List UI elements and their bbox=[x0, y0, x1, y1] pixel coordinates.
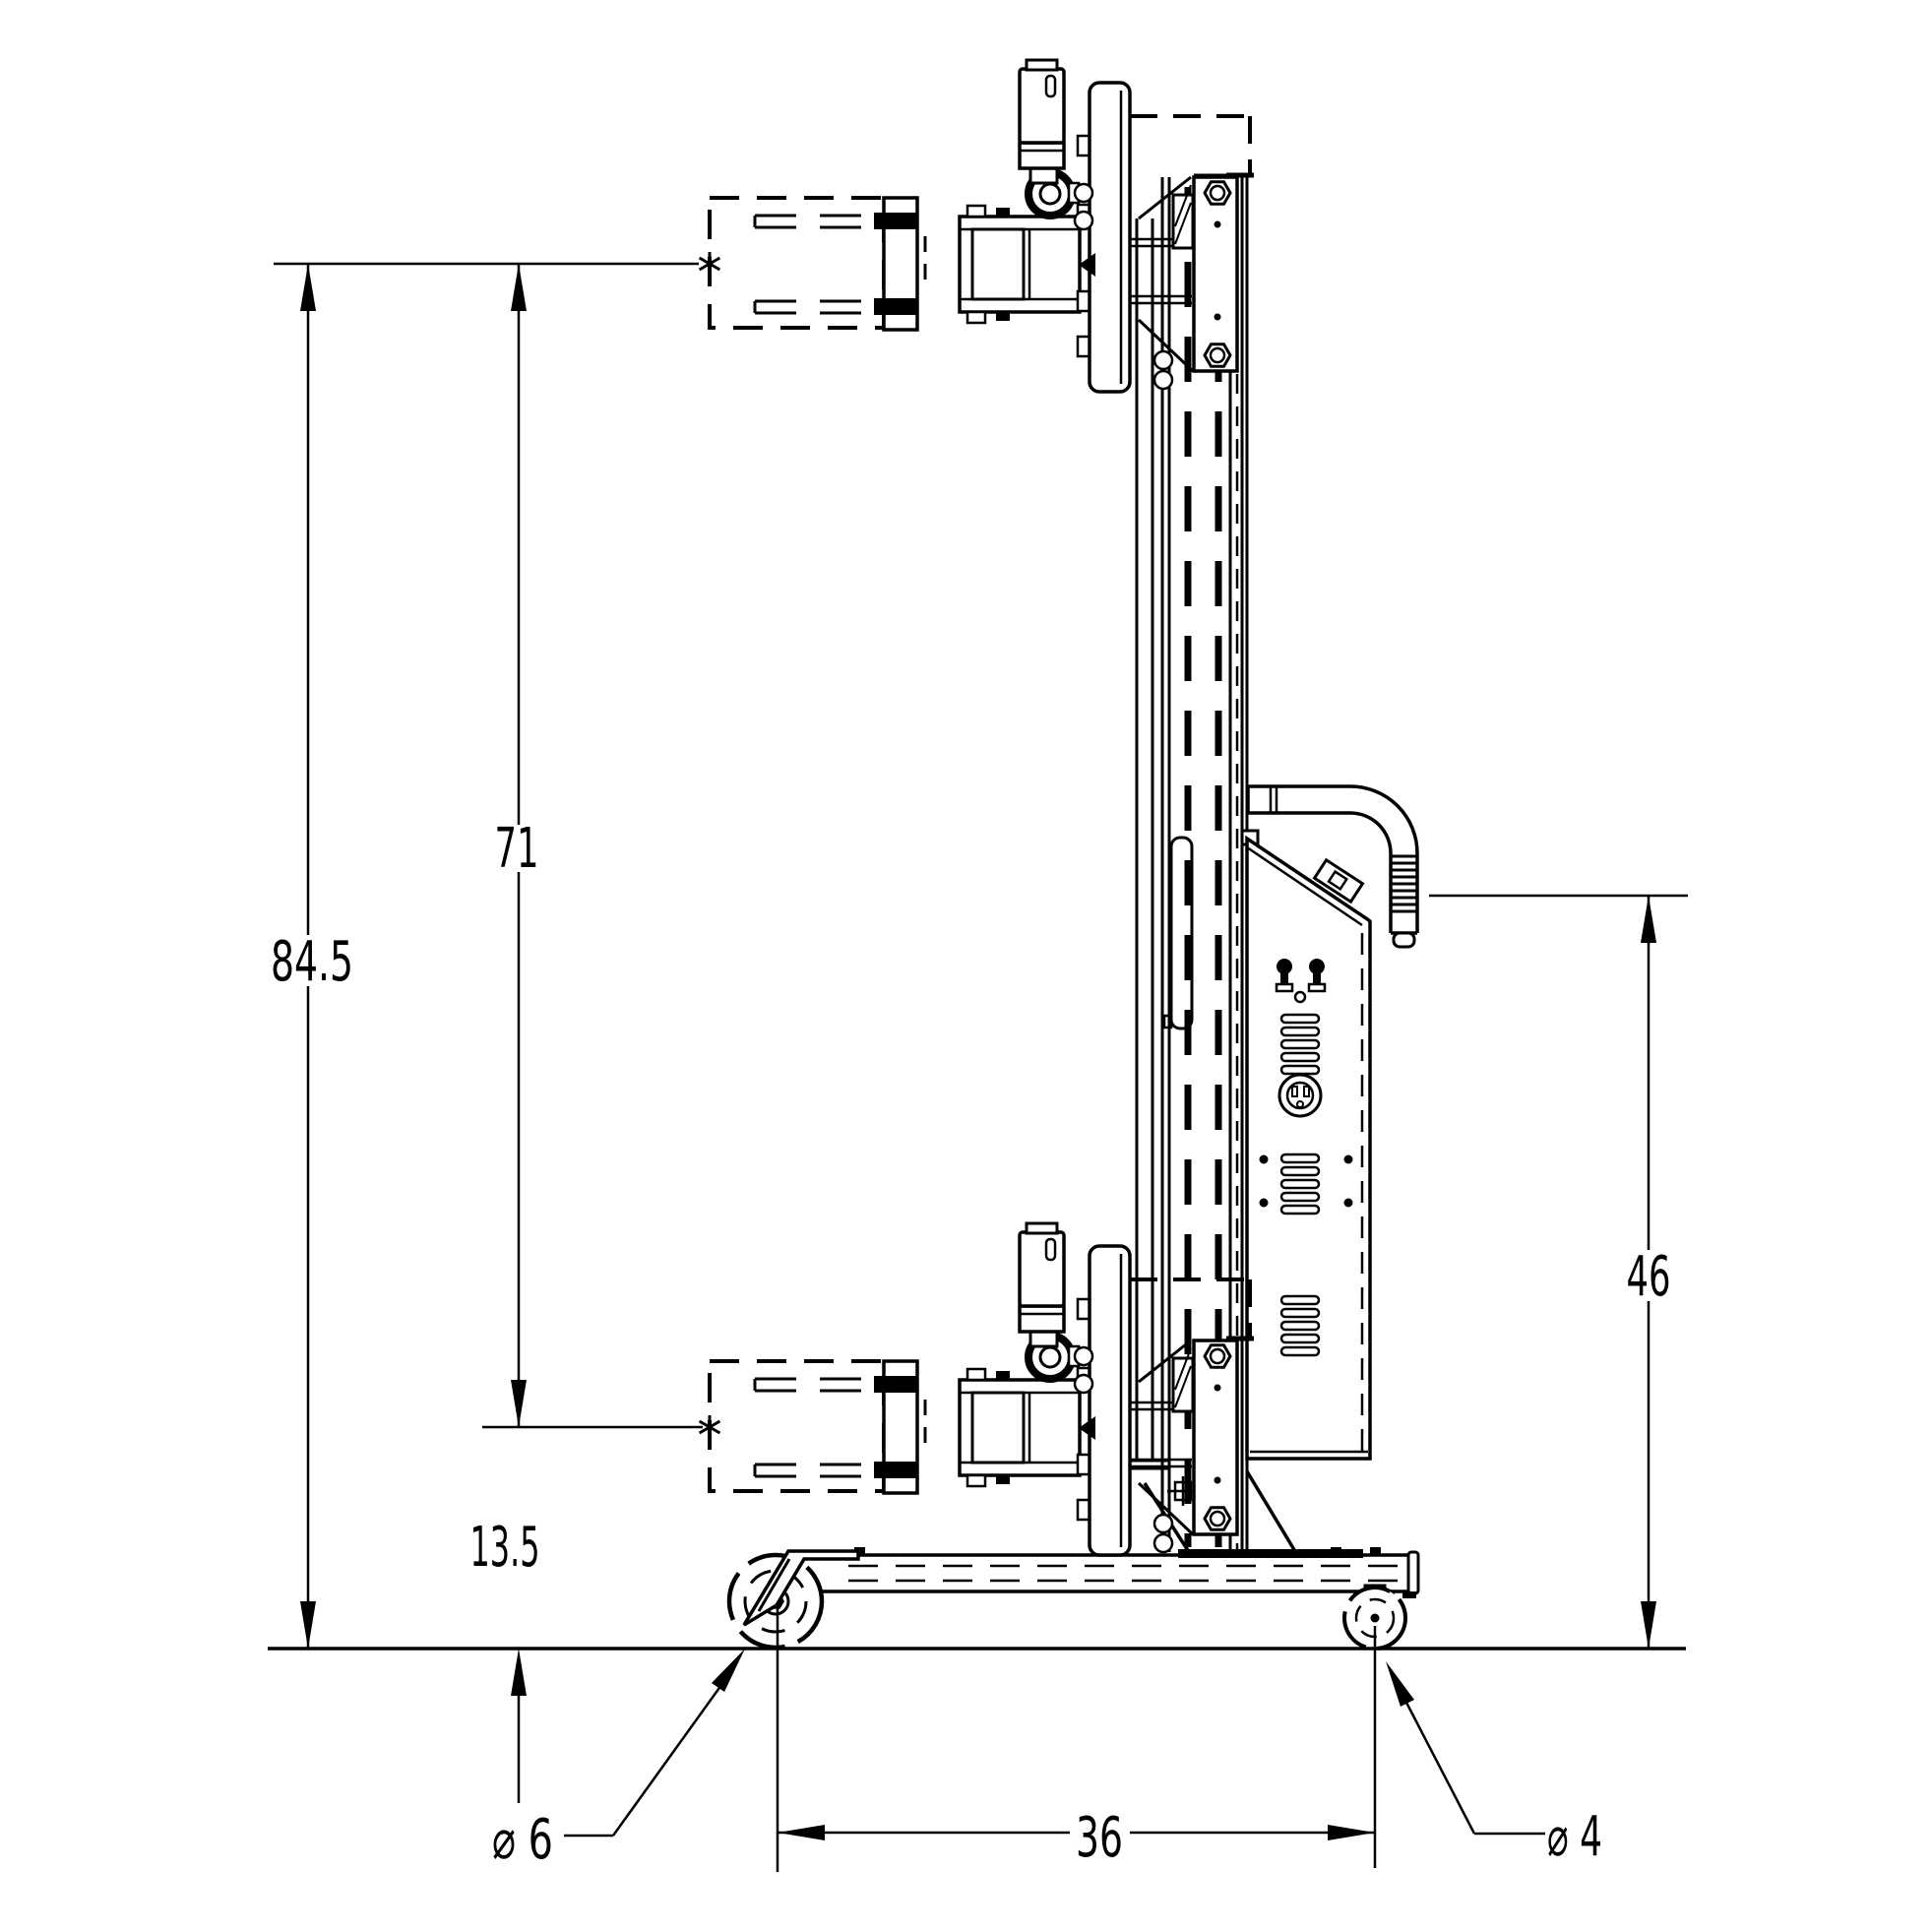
dimension-overall-height bbox=[300, 264, 316, 1649]
phantom-bracket-outline bbox=[1130, 114, 1252, 173]
handle-grip-ribs bbox=[1391, 854, 1417, 913]
lowered-height-label: 13.5 bbox=[470, 1516, 540, 1580]
extension-lines bbox=[274, 262, 1688, 1872]
gusset-brace bbox=[1245, 1470, 1298, 1554]
mast-bracket bbox=[1171, 175, 1239, 373]
clamp-motor bbox=[1018, 58, 1066, 185]
handle-height-label: 46 bbox=[1627, 1245, 1671, 1309]
leader-front-wheel-diameter bbox=[564, 1649, 745, 1838]
power-outlet bbox=[1277, 1073, 1323, 1118]
panel-hole bbox=[1293, 990, 1307, 1004]
clamp-carriage-assembly-lowered bbox=[710, 1223, 1254, 1555]
carriage-plate bbox=[1073, 81, 1132, 394]
vent-louvers bbox=[1279, 1294, 1321, 1357]
push-handle bbox=[1246, 784, 1419, 949]
toggle-switch bbox=[1275, 959, 1294, 993]
control-box bbox=[1240, 829, 1372, 1461]
toggle-switch bbox=[1307, 959, 1327, 993]
center-asterisk bbox=[698, 252, 721, 276]
dimension-lowered-height bbox=[511, 1649, 527, 1803]
vent-louvers bbox=[1259, 1153, 1353, 1215]
latch-clip bbox=[1312, 857, 1365, 904]
hex-bolt bbox=[1203, 180, 1232, 206]
rear-caster bbox=[1342, 1584, 1407, 1651]
vent-louvers bbox=[1279, 1013, 1321, 1076]
carriage-travel-label: 71 bbox=[495, 817, 539, 881]
pivot-marker bbox=[1079, 253, 1095, 277]
ratchet-winch bbox=[958, 204, 1082, 325]
fork-bars bbox=[753, 213, 917, 315]
clamp-phantom-outline bbox=[708, 196, 886, 330]
rear-caster-diameter-label: ⌀ 4 bbox=[1547, 1805, 1602, 1869]
leader-rear-caster-diameter bbox=[1386, 1661, 1545, 1836]
center-asterisk bbox=[698, 1415, 721, 1439]
overall-height-label: 84.5 bbox=[271, 930, 353, 994]
clamp-carriage-assembly bbox=[708, 58, 1254, 394]
base-length-label: 36 bbox=[1076, 1806, 1123, 1870]
front-wheel-diameter-label: ⌀ 6 bbox=[492, 1808, 553, 1872]
front-wheel bbox=[726, 1549, 860, 1651]
dimension-base-length bbox=[778, 1825, 1375, 1840]
dimension-carriage-travel bbox=[511, 264, 527, 1427]
dimension-handle-height bbox=[1641, 896, 1656, 1649]
hex-bolt bbox=[1203, 343, 1232, 368]
